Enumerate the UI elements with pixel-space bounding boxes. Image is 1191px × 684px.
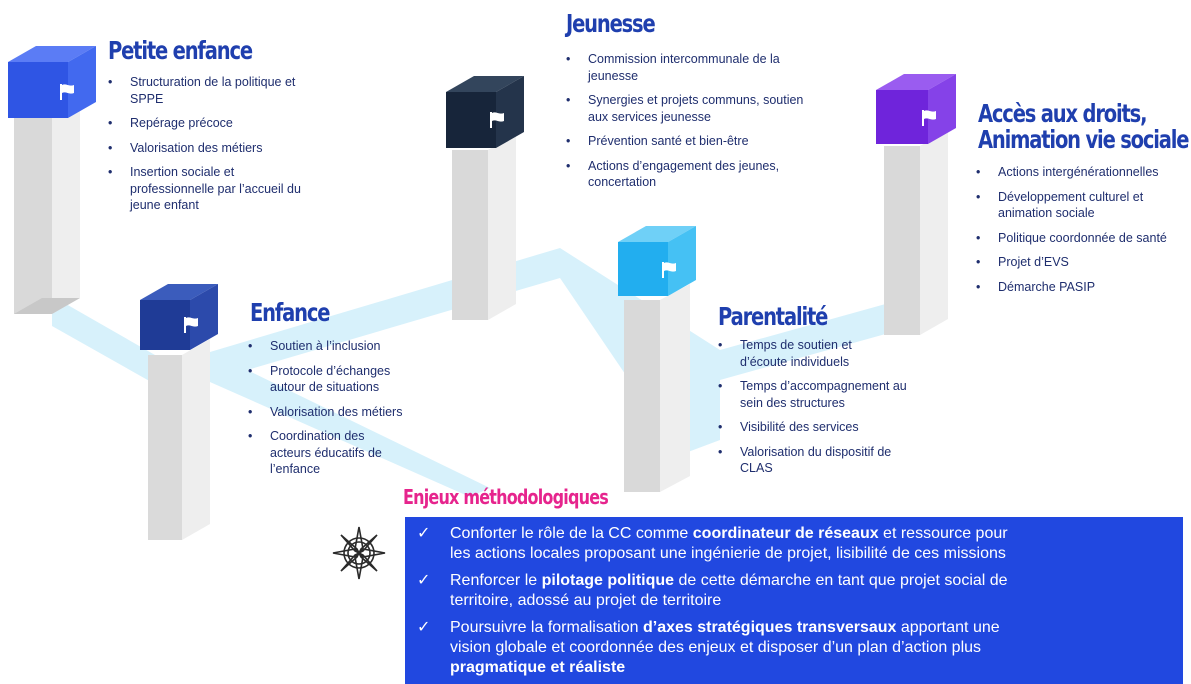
pillar-jeunesse xyxy=(452,134,516,320)
light-path-lower xyxy=(176,352,490,497)
list-item: •Temps d’accompagnement au sein des stru… xyxy=(718,379,907,410)
bullet-list: •Structuration de la politique et SPPE •… xyxy=(104,74,324,222)
list-item: •Visibilité des services xyxy=(718,420,859,434)
list-item: •Valorisation du dispositif de CLAS xyxy=(718,444,892,476)
check-icon: ✓ xyxy=(417,525,431,542)
pillar-petite-enfance xyxy=(14,96,80,314)
cube-jeunesse xyxy=(446,76,524,148)
list-item: •Prévention santé et bien-être xyxy=(566,134,749,148)
list-item: •Soutien à l’inclusion xyxy=(248,339,381,353)
list-item: •Valorisation des métiers xyxy=(248,404,403,419)
list-item: •Actions d’engagement des jeunes, concer… xyxy=(566,158,780,190)
bullet-list: •Commission intercommunale de la jeuness… xyxy=(562,51,817,199)
check-icon: ✓ xyxy=(417,619,431,636)
list-item: •Structuration de la politique et SPPE xyxy=(108,75,296,106)
list-item: •Valorisation des métiers xyxy=(108,140,263,155)
list-item: •Repérage précoce xyxy=(108,116,233,130)
methodo-title: Enjeux méthodologiques xyxy=(403,485,609,509)
list-item: •Coordination des acteurs éducatifs de l… xyxy=(248,429,382,476)
compass-rose-icon xyxy=(332,526,386,580)
list-item: •Commission intercommunale de la jeuness… xyxy=(566,52,780,83)
bullet-list: •Temps de soutien et d’écoute individuel… xyxy=(714,337,907,485)
section-title: Jeunesse xyxy=(566,9,656,38)
list-item: •Insertion sociale et professionnelle pa… xyxy=(108,165,301,212)
list-item: •Protocole d’échanges autour de situatio… xyxy=(248,363,391,395)
section-title: Enfance xyxy=(250,298,330,327)
flag-icon xyxy=(184,317,198,333)
bullet-list: •Soutien à l’inclusion •Protocole d’écha… xyxy=(244,338,409,486)
pillar-enfance xyxy=(148,339,210,540)
section-title: Parentalité xyxy=(718,302,828,331)
bullet-list: •Actions intergénérationnelles •Développ… xyxy=(972,164,1190,303)
pillar-parentalite xyxy=(624,284,690,492)
list-item: •Démarche PASIP xyxy=(976,279,1096,294)
section-title: Accès aux droits, xyxy=(978,99,1148,128)
list-item: •Temps de soutien et d’écoute individuel… xyxy=(718,338,852,369)
section-title: Petite enfance xyxy=(108,36,253,65)
list-item: •Politique coordonnée de santé xyxy=(976,230,1167,245)
flag-icon xyxy=(922,110,936,126)
flag-icon xyxy=(60,84,74,100)
flag-icon xyxy=(490,112,504,128)
check-icon: ✓ xyxy=(417,572,431,589)
pillar-acces-droits xyxy=(884,130,948,335)
section-title-line2: Animation vie sociale xyxy=(978,125,1190,154)
list-item: •Développement culturel et animation soc… xyxy=(976,189,1144,221)
cube-parentalite xyxy=(618,226,696,296)
list-item: •Actions intergénérationnelles xyxy=(976,165,1159,179)
cube-enfance xyxy=(140,284,218,350)
list-item: •Synergies et projets communs, soutien a… xyxy=(566,93,804,124)
cube-acces-droits xyxy=(876,74,956,144)
methodo-box: ✓ Conforter le rôle de la CC comme coord… xyxy=(405,517,1183,684)
flag-icon xyxy=(662,262,676,278)
cube-petite-enfance xyxy=(8,46,96,118)
list-item: •Projet d’EVS xyxy=(976,255,1069,269)
